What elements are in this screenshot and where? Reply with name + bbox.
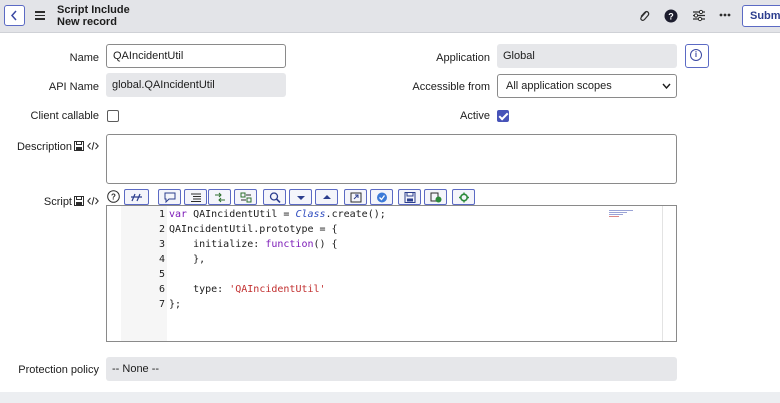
line-number: 7 (158, 299, 165, 310)
help-icon[interactable]: ? (107, 190, 120, 203)
application-field: Global (497, 44, 677, 68)
page-title: Script Include (57, 4, 130, 16)
syntax-check-icon (377, 192, 387, 203)
help-icon[interactable]: ? (664, 9, 678, 23)
expand-icon (323, 195, 331, 199)
comment-button[interactable] (158, 189, 181, 205)
script-debugger-button[interactable] (424, 189, 447, 205)
format-code-button[interactable] (184, 189, 207, 205)
save-field-icon[interactable] (74, 141, 84, 151)
comment-icon (164, 192, 176, 203)
accessible-from-label: Accessible from (412, 81, 490, 93)
code-minimap (609, 210, 633, 218)
toggle-syntax-button[interactable] (124, 189, 149, 205)
script-debugger-icon (430, 192, 442, 203)
editor-divider (662, 206, 663, 341)
line-number: 1 (158, 209, 165, 220)
code-line: var QAIncidentUtil = Class.create(); (169, 209, 386, 220)
replace-all-button[interactable] (234, 189, 257, 205)
fullscreen-icon (350, 192, 362, 203)
footer-strip (0, 392, 780, 403)
collapse-icon (297, 196, 305, 200)
code-line: }; (169, 299, 182, 310)
client-callable-checkbox[interactable] (107, 110, 119, 122)
search-button[interactable] (263, 189, 286, 205)
attachment-icon[interactable] (638, 9, 650, 23)
test-script-icon (459, 192, 469, 203)
code-line: }, (169, 254, 206, 265)
client-callable-label: Client callable (30, 110, 99, 122)
fullscreen-button[interactable] (344, 189, 367, 205)
code-line: initialize: function() { (169, 239, 338, 250)
syntax-check-button[interactable] (370, 189, 393, 205)
application-label: Application (436, 52, 490, 64)
format-code-icon (191, 193, 201, 202)
api-name-field: global.QAIncidentUtil (106, 73, 286, 97)
submit-button[interactable]: Submi (742, 5, 780, 27)
info-icon: i (690, 49, 702, 61)
back-button[interactable] (4, 5, 25, 26)
line-number-gutter: 1 2 3 4 5 6 7 (121, 206, 167, 341)
search-icon (269, 192, 281, 203)
protection-policy-label: Protection policy (18, 364, 99, 376)
more-options-icon[interactable] (719, 13, 731, 17)
save-icon (404, 192, 416, 203)
line-number: 5 (158, 269, 165, 280)
replace-button[interactable] (208, 189, 231, 205)
name-label: Name (69, 52, 99, 64)
script-label: Script (43, 196, 72, 208)
api-name-label: API Name (48, 81, 99, 93)
application-info-button[interactable]: i (685, 44, 709, 68)
code-line: QAIncidentUtil.prototype = { (169, 224, 338, 235)
settings-sliders-icon[interactable] (692, 9, 706, 22)
line-number: 4 (158, 254, 165, 265)
svg-text:?: ? (668, 12, 674, 22)
name-field[interactable]: QAIncidentUtil (106, 44, 286, 68)
line-number: 3 (158, 239, 165, 250)
description-textarea[interactable] (106, 134, 677, 184)
test-script-button[interactable] (452, 189, 475, 205)
chevron-left-icon (10, 10, 17, 21)
code-tag-icon[interactable] (87, 141, 99, 151)
code-tag-icon[interactable] (87, 196, 99, 206)
line-number: 2 (158, 224, 165, 235)
description-label: Description (16, 141, 72, 153)
replace-icon (215, 192, 225, 203)
script-editor[interactable]: 1 2 3 4 5 6 7 var QAIncidentUtil = Class… (106, 205, 677, 342)
page-subtitle: New record (57, 16, 117, 28)
accessible-from-select[interactable]: All application scopes (497, 74, 677, 98)
expand-button[interactable] (315, 189, 338, 205)
code-line: type: 'QAIncidentUtil' (169, 284, 326, 295)
save-script-button[interactable] (398, 189, 421, 205)
svg-text:?: ? (111, 193, 116, 202)
accessible-from-value: All application scopes (506, 80, 612, 92)
protection-policy-field: -- None -- (106, 357, 677, 381)
active-label: Active (460, 110, 490, 122)
toggle-syntax-icon (131, 193, 142, 202)
active-checkbox[interactable] (497, 110, 509, 122)
form-header: Script Include New record ? Submi (0, 0, 780, 33)
save-field-icon[interactable] (74, 196, 84, 206)
chevron-down-icon (662, 83, 671, 89)
hamburger-menu-icon[interactable] (35, 11, 45, 22)
replace-all-icon (240, 192, 252, 203)
collapse-button[interactable] (289, 189, 312, 205)
line-number: 6 (158, 284, 165, 295)
